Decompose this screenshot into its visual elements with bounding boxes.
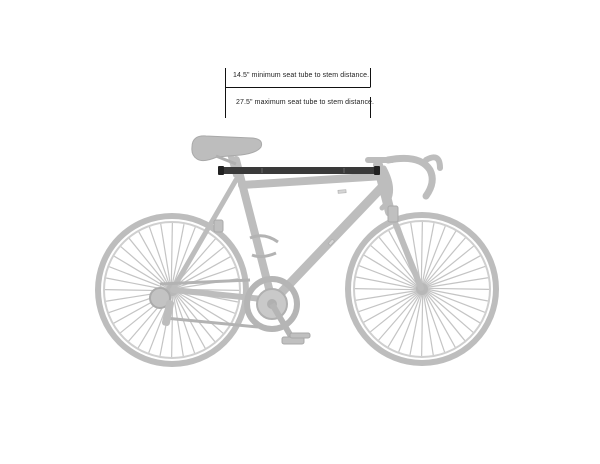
spoke (424, 245, 474, 287)
spoke (424, 255, 481, 287)
spoke (174, 292, 216, 342)
spoke (175, 290, 231, 325)
spoke (420, 221, 423, 286)
spoke (172, 226, 196, 287)
saddle (191, 135, 263, 166)
spoke (409, 292, 423, 356)
spoke (421, 292, 424, 357)
spoke (113, 255, 169, 290)
spoke (355, 276, 419, 290)
spoke (148, 226, 171, 287)
spoke (358, 265, 419, 289)
max-distance-label: 27.5" maximum seat tube to stem distance… (236, 99, 375, 106)
spoke (422, 225, 446, 286)
spoke (363, 291, 420, 323)
spoke (173, 293, 196, 354)
drivetrain (149, 276, 311, 345)
spoke (172, 293, 184, 357)
spoke (425, 277, 489, 289)
spoke (355, 289, 419, 301)
spoke (160, 223, 172, 287)
fork (387, 207, 424, 291)
spoke (378, 292, 421, 341)
dimension-markers (225, 68, 371, 118)
spoke (421, 222, 435, 286)
spoke (138, 231, 170, 288)
spoke (370, 291, 420, 333)
spoke (422, 292, 434, 356)
spoke (370, 245, 419, 288)
top-tube (238, 172, 388, 189)
spoke (424, 291, 456, 348)
spoke (175, 291, 224, 334)
spoke (425, 288, 489, 302)
spoke (108, 266, 169, 290)
spoke (425, 290, 474, 333)
spoke (174, 246, 224, 288)
spoke (354, 288, 419, 291)
chain-stay (170, 287, 275, 303)
seat-stay (170, 177, 239, 292)
spoke (378, 237, 420, 287)
spoke (175, 266, 236, 289)
spoke (120, 246, 169, 289)
spoke (425, 289, 481, 324)
spoke (170, 222, 173, 287)
measurement-bar (218, 166, 380, 175)
spoke (175, 290, 236, 314)
spoke (398, 292, 422, 353)
spoke (128, 238, 170, 288)
spoke (363, 254, 419, 289)
min-distance-label: 14.5" minimum seat tube to stem distance… (233, 72, 370, 79)
spoke (387, 292, 422, 348)
spoke (425, 287, 490, 290)
spoke (423, 237, 466, 286)
frame-details (249, 189, 347, 259)
spoke (425, 265, 486, 288)
spoke (171, 223, 185, 287)
spoke (358, 290, 419, 313)
handlebar-assembly (365, 154, 443, 211)
spoke (425, 289, 486, 313)
spoke (424, 291, 466, 341)
brakes (213, 205, 399, 233)
spoke (422, 230, 457, 286)
spoke (423, 292, 446, 353)
